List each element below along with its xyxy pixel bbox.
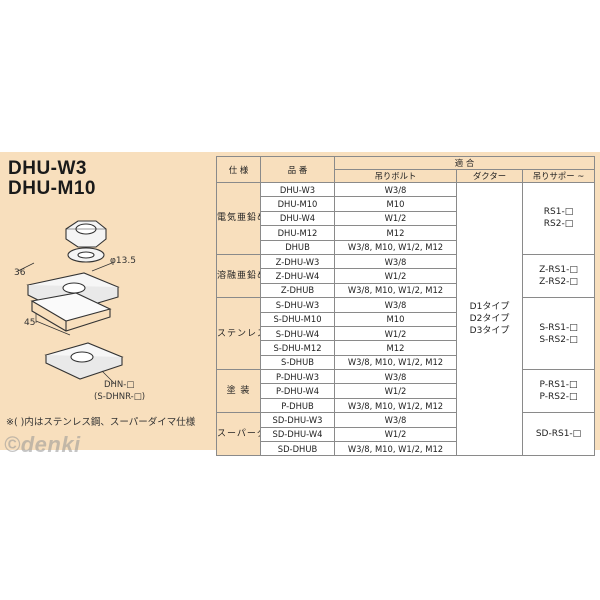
bolt-cell: W1/2 <box>334 426 457 443</box>
bolt-cell: W1/2 <box>334 210 457 227</box>
dim-36-label: 36 <box>14 268 26 278</box>
table-row: 電気亜鉛めっき処理 DHU-W3 W3/8 D1タイプ D2タイプ D3タイプ … <box>216 181 596 457</box>
part-cell: SD-DHU-W3 <box>260 412 335 428</box>
table-row: S-DHU-W4 W1/2 <box>217 325 595 342</box>
watermark-logo: ©denki <box>4 432 81 457</box>
category-cell: 塗 装 <box>216 369 261 414</box>
part-cell: DHU-M12 <box>260 225 335 241</box>
bolt-cell: W3/8 <box>334 181 457 198</box>
category-cell: スーパーダイマ <box>216 412 261 457</box>
support-cell: S-RS1-□ S-RS2-□ <box>521 297 596 371</box>
part-diagram: 36 45 φ13.5 DHN-□ (S-DHNR-□) <box>14 220 145 402</box>
s-dhnr-label: (S-DHNR-□) <box>94 392 145 402</box>
part-cell: P-DHU-W4 <box>260 383 335 399</box>
bolt-cell: W3/8 <box>334 253 457 270</box>
ducter-type: D2タイプ <box>469 314 510 325</box>
support-item: S-RS1-□ <box>539 322 578 333</box>
support-cell: Z-RS1-□ Z-RS2-□ <box>521 253 596 299</box>
spec-table: 仕 様 品 番 適 合 吊りボルト ダクター 吊りサポー ~ 電気亜鉛めっき処理… <box>216 156 596 457</box>
bolt-cell: W3/8, M10, W1/2, M12 <box>334 397 457 414</box>
dhn-label: DHN-□ <box>104 380 134 390</box>
support-item: P-RS2-□ <box>539 392 578 403</box>
table-row: DHU-M12 M12 <box>217 225 595 241</box>
support-cell: RS1-□ RS2-□ <box>521 182 596 255</box>
table-row: S-DHUB W3/8, M10, W1/2, M12 <box>217 354 595 371</box>
part-cell: S-DHUB <box>260 354 335 371</box>
table-row: 溶融亜鉛めっき仕上げ Z-DHU-W3 W3/8 Z-RS1-□ Z-RS2-□ <box>216 253 596 299</box>
bolt-cell: W3/8, M10, W1/2, M12 <box>334 441 457 457</box>
bolt-cell: W1/2 <box>334 383 457 399</box>
table-row: Z-DHUB W3/8, M10, W1/2, M12 <box>217 282 595 299</box>
category-cell: 溶融亜鉛めっき仕上げ <box>216 253 261 299</box>
header-ducter: ダクター <box>456 169 523 183</box>
bolt-cell: W3/8 <box>334 297 457 313</box>
part-cell: P-DHUB <box>260 397 335 414</box>
table-row: 塗 装 P-DHU-W3 W3/8 P-RS1-□ P-RS2-□ <box>216 369 596 414</box>
part-cell: S-DHU-M12 <box>260 340 335 356</box>
bolt-cell: W3/8 <box>334 369 457 385</box>
header-fit: 適 合 <box>333 156 596 170</box>
support-item: RS1-□ <box>543 207 574 218</box>
bolt-cell: M10 <box>334 311 457 327</box>
bolt-cell: W3/8, M10, W1/2, M12 <box>334 354 457 371</box>
part-cell: Z-DHU-W3 <box>260 253 335 270</box>
model-title-2: DHU-M10 <box>8 178 96 199</box>
header-spec: 仕 様 <box>216 156 261 183</box>
part-cell: S-DHU-M10 <box>260 311 335 327</box>
plate-hole <box>62 282 86 294</box>
support-item: SD-RS1-□ <box>535 429 582 440</box>
part-cell: P-DHU-W3 <box>260 369 335 385</box>
dim-45-label: 45 <box>24 318 35 328</box>
table-row: スーパーダイマ SD-DHU-W3 W3/8 SD-RS1-□ <box>216 412 596 457</box>
table-row: ステンレス鋼 S-DHU-W3 W3/8 S-RS1-□ S-RS2-□ <box>216 297 596 371</box>
ducter-cell: D1タイプ D2タイプ D3タイプ <box>456 181 523 457</box>
hole-diameter-label: φ13.5 <box>110 256 136 266</box>
part-cell: DHU-M10 <box>260 196 335 212</box>
support-item: P-RS1-□ <box>539 380 578 391</box>
bolt-cell: W3/8, M10, W1/2, M12 <box>334 239 457 255</box>
ducter-type: D3タイプ <box>469 326 510 337</box>
header-support: 吊りサポー ~ <box>521 169 596 183</box>
support-cell: P-RS1-□ P-RS2-□ <box>521 369 596 414</box>
support-item: RS2-□ <box>543 219 574 230</box>
bolt-cell: W1/2 <box>334 325 457 342</box>
part-cell: S-DHU-W3 <box>260 297 335 313</box>
support-cell: SD-RS1-□ <box>521 412 596 457</box>
table-row: S-DHU-M10 M10 <box>217 311 595 327</box>
material-note: ※( )内はステンレス鋼、スーパーダイマ仕様 <box>6 417 196 428</box>
part-cell: DHU-W4 <box>260 210 335 227</box>
table-row: DHU-W4 W1/2 <box>217 210 595 227</box>
part-cell: SD-DHUB <box>260 441 335 457</box>
part-cell: Z-DHUB <box>260 282 335 299</box>
support-item: S-RS2-□ <box>539 334 578 345</box>
ducter-type: D1タイプ <box>469 302 510 313</box>
support-item: Z-RS1-□ <box>539 265 578 276</box>
part-cell: Z-DHU-W4 <box>260 268 335 284</box>
support-item: Z-RS2-□ <box>539 277 578 288</box>
part-cell: SD-DHU-W4 <box>260 426 335 443</box>
bolt-cell: W3/8, M10, W1/2, M12 <box>334 282 457 299</box>
category-cell: 電気亜鉛めっき処理 <box>216 182 261 255</box>
bolt-cell: W1/2 <box>334 268 457 284</box>
header-part: 品 番 <box>260 156 335 183</box>
bolt-cell: M12 <box>334 340 457 356</box>
bolt-cell: M10 <box>334 196 457 212</box>
model-title-1: DHU-W3 <box>8 158 87 179</box>
part-cell: S-DHU-W4 <box>260 325 335 342</box>
part-cell: DHU-W3 <box>260 181 335 198</box>
category-cell: ステンレス鋼 <box>216 297 261 371</box>
header-bolt: 吊りボルト <box>334 169 457 183</box>
part-cell: DHUB <box>260 239 335 255</box>
bolt-cell: M12 <box>334 225 457 241</box>
table-row: SD-DHUB W3/8, M10, W1/2, M12 <box>217 441 595 457</box>
bolt-cell: W3/8 <box>334 412 457 428</box>
